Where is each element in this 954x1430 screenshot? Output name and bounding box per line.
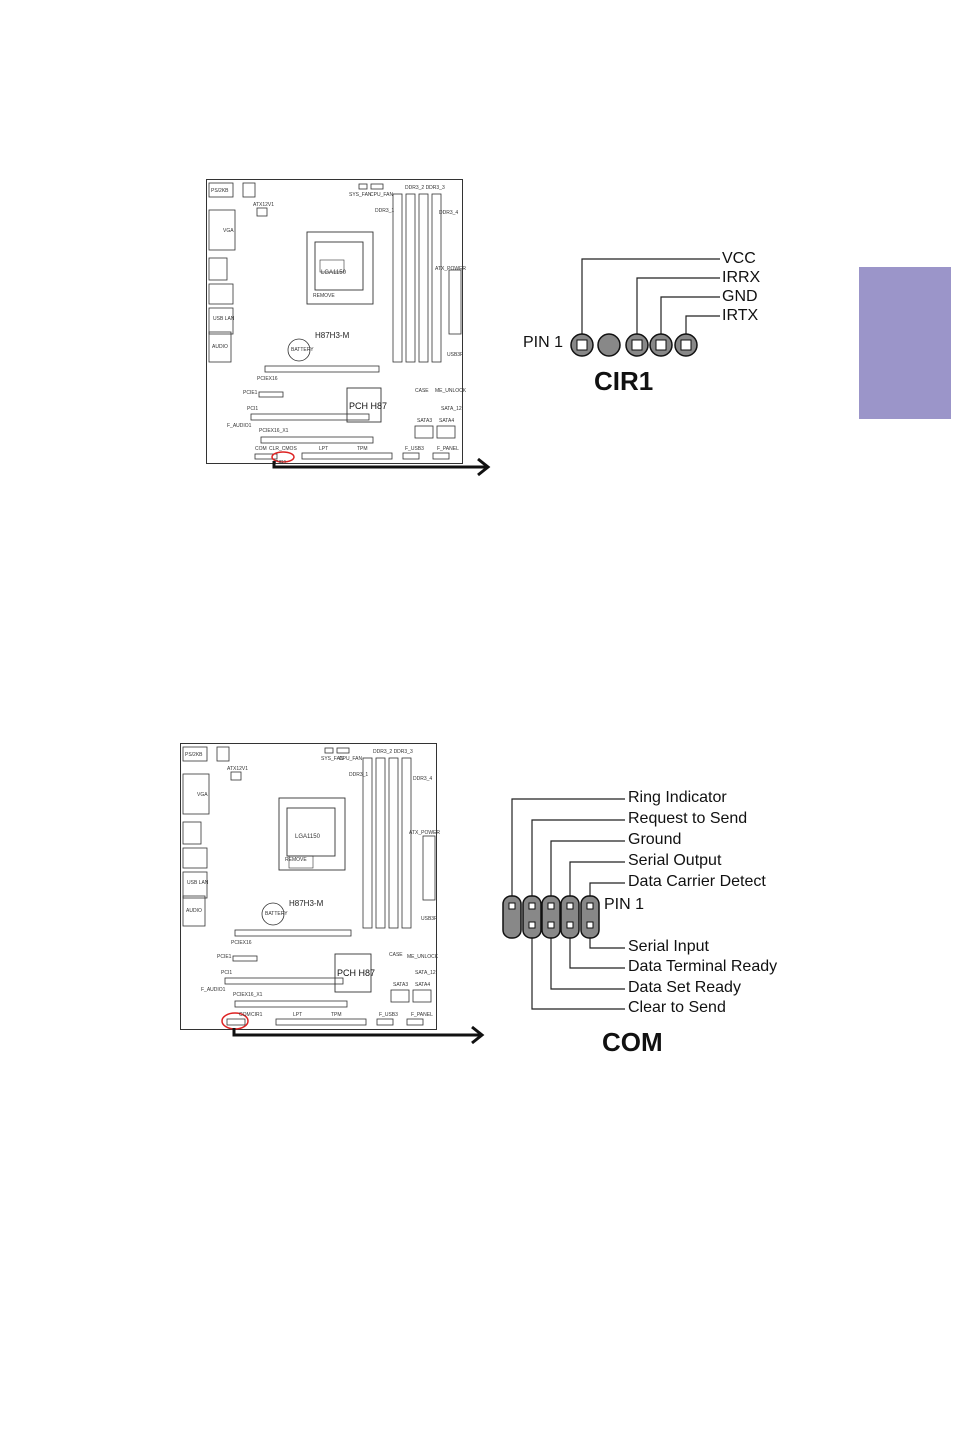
com-label: COM xyxy=(239,1012,251,1018)
sys-fan-label: SYS_FAN xyxy=(321,756,344,762)
com-label-data-set-ready: Data Set Ready xyxy=(628,979,741,996)
sata-12-label: SATA_12 xyxy=(415,970,436,976)
com-label-serial-input: Serial Input xyxy=(628,938,709,955)
ddr1-label: DDR3_1 xyxy=(375,208,395,214)
pciex16-x1-label: PCIEX16_X1 xyxy=(259,428,289,434)
com-figure: PS/2KB ATX12V1 SYS_FAN CPU_FAN DDR3_2 DD… xyxy=(0,700,954,1100)
motherboard-layout: PS/2KB ATX12V1 SYS_FAN CPU_FAN DDR3_2 DD… xyxy=(206,179,467,466)
lpt-label: LPT xyxy=(293,1012,303,1018)
com-pin1-label: PIN 1 xyxy=(604,896,645,913)
pcie1-label: PCIE1 xyxy=(217,954,232,960)
lpt-label: LPT xyxy=(319,446,329,452)
pch-label: PCH H87 xyxy=(349,401,388,411)
atx12v-label: ATX12V1 xyxy=(253,202,275,208)
com-pointer-arrow xyxy=(232,1025,485,1045)
com-header-title: COM xyxy=(602,1027,663,1057)
tpm-label: TPM xyxy=(331,1012,342,1018)
com-label-ground: Ground xyxy=(628,831,682,848)
cir-pin-label-irtx: IRTX xyxy=(722,307,759,324)
ddr1-label: DDR3_1 xyxy=(349,772,369,778)
audio-label: AUDIO xyxy=(212,344,228,350)
f-audio-label: F_AUDIO1 xyxy=(227,423,252,429)
me-unlock-label: ME_UNLOCK xyxy=(407,954,439,960)
board-model-label: H87H3-M xyxy=(289,899,324,908)
usb-lan-label: USB LAN xyxy=(187,880,209,886)
pciex16-x1-label: PCIEX16_X1 xyxy=(233,992,263,998)
me-unlock-label: ME_UNLOCK xyxy=(435,388,467,394)
cir-pin-label-vcc: VCC xyxy=(722,250,756,267)
cir-pin-diagram xyxy=(570,258,720,357)
sata-12-label: SATA_12 xyxy=(441,406,462,412)
cpu-fan-label: CPU_FAN xyxy=(339,756,363,762)
cpu-socket-label: LGA1150 xyxy=(321,270,346,276)
remove-label: REMOVE xyxy=(285,857,307,863)
com-label: COM xyxy=(255,446,267,452)
clr-cmos-label: CLR_CMOS xyxy=(269,446,297,452)
usb3f-label: USB3F xyxy=(421,916,438,922)
com-label-data-carrier-detect: Data Carrier Detect xyxy=(628,873,766,890)
cir-pin-label-gnd: GND xyxy=(722,288,758,305)
case-label: CASE xyxy=(389,952,403,958)
f-usb-label: F_USB3 xyxy=(405,446,424,452)
cir-board-label: CIR1 xyxy=(251,1012,263,1018)
cir-pointer-arrow xyxy=(272,457,491,477)
f-usb-label: F_USB3 xyxy=(379,1012,398,1018)
com-label-ring-indicator: Ring Indicator xyxy=(628,789,727,806)
ddr4-label: DDR3_4 xyxy=(439,210,459,216)
com-label-data-terminal-ready: Data Terminal Ready xyxy=(628,958,778,975)
sata4-label: SATA4 xyxy=(415,982,431,988)
com-pin-diagram xyxy=(502,798,625,1010)
vga-label: VGA xyxy=(197,792,208,798)
cir-pin-label-irrx: IRRX xyxy=(722,269,761,286)
tpm-label: TPM xyxy=(357,446,368,452)
usb-lan-label: USB LAN xyxy=(213,316,235,322)
ps2-label: PS/2KB xyxy=(185,752,203,758)
chapter-side-tab xyxy=(859,267,951,419)
f-panel-label: F_PANEL xyxy=(411,1012,433,1018)
case-label: CASE xyxy=(415,388,429,394)
pch-label: PCH H87 xyxy=(337,968,376,978)
com-label-request-to-send: Request to Send xyxy=(628,810,748,827)
ddr-top-label: DDR3_2 DDR3_3 xyxy=(373,749,413,755)
atx12v-label: ATX12V1 xyxy=(227,766,249,772)
board-model-label: H87H3-M xyxy=(315,331,350,340)
pci1-label: PCI1 xyxy=(221,970,233,976)
f-audio-label: F_AUDIO1 xyxy=(201,987,226,993)
motherboard-drawing xyxy=(208,182,462,463)
sata4-label: SATA4 xyxy=(439,418,455,424)
sata3-label: SATA3 xyxy=(393,982,409,988)
battery-label: BATTERY xyxy=(291,347,314,353)
sys-fan-label: SYS_FAN xyxy=(349,192,372,198)
sata3-label: SATA3 xyxy=(417,418,433,424)
cpu-socket-label: LGA1150 xyxy=(295,834,320,840)
com-label-clear-to-send: Clear to Send xyxy=(628,999,726,1016)
cir-header-title: CIR1 xyxy=(594,366,654,396)
cir-pin1-label: PIN 1 xyxy=(523,334,564,351)
atx-power-label: ATX_POWER xyxy=(409,830,441,836)
battery-label: BATTERY xyxy=(265,911,288,917)
ps2-label: PS/2KB xyxy=(211,188,229,194)
pci1-label: PCI1 xyxy=(247,406,259,412)
usb3f-label: USB3F xyxy=(447,352,464,358)
remove-label: REMOVE xyxy=(313,293,335,299)
vga-label: VGA xyxy=(223,228,234,234)
pciex16-label: PCIEX16 xyxy=(257,376,278,382)
cir-figure: PS/2KB ATX12V1 SYS_FAN CPU_FAN DDR3_2 DD… xyxy=(0,0,954,500)
cir-board-label: CIR1 xyxy=(275,460,287,466)
f-panel-label: F_PANEL xyxy=(437,446,459,452)
ddr4-label: DDR3_4 xyxy=(413,776,433,782)
com-label-serial-output: Serial Output xyxy=(628,852,722,869)
cpu-fan-label: CPU_FAN xyxy=(370,192,394,198)
pciex16-label: PCIEX16 xyxy=(231,940,252,946)
ddr-top-label: DDR3_2 DDR3_3 xyxy=(405,185,445,191)
audio-label: AUDIO xyxy=(186,908,202,914)
pcie1-label: PCIE1 xyxy=(243,390,258,396)
atx-power-label: ATX_POWER xyxy=(435,266,467,272)
motherboard-layout: PS/2KB ATX12V1 SYS_FAN CPU_FAN DDR3_2 DD… xyxy=(180,743,441,1030)
